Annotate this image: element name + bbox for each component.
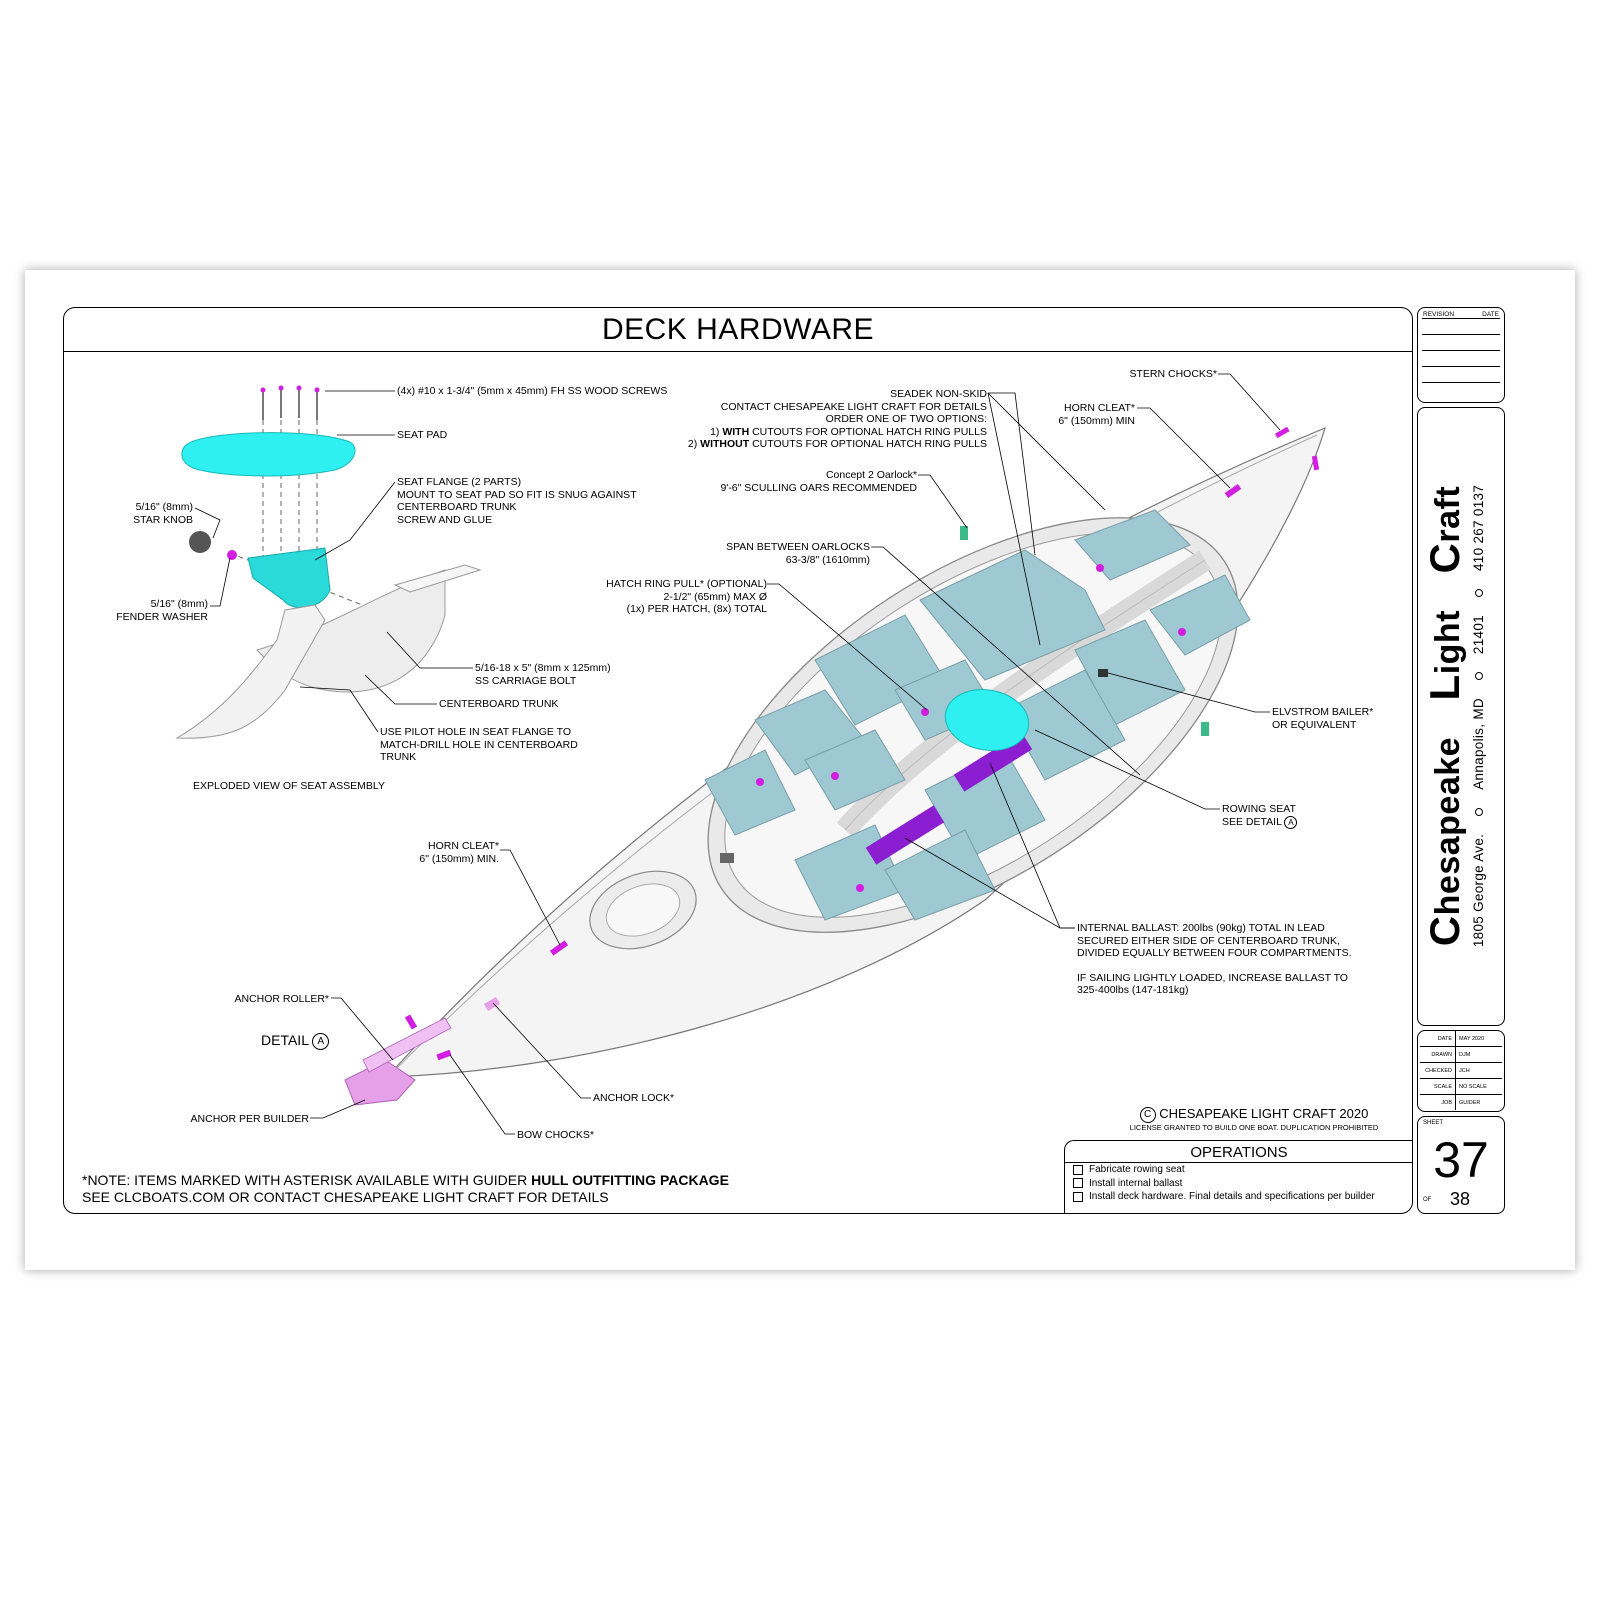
detail-title: DETAIL A — [261, 1032, 330, 1050]
rowing-seat-label: ROWING SEAT SEE DETAIL A — [1222, 803, 1298, 829]
brand-block: Chesapeake Light Craft 1805 George Ave.A… — [1417, 407, 1505, 1026]
detail-letter: A — [312, 1032, 330, 1050]
bow-chocks-label: BOW CHOCKS* — [517, 1129, 595, 1141]
horn-cleat-stern-label: HORN CLEAT*6" (150mm) MIN — [1058, 402, 1135, 427]
copyright-block: C CHESAPEAKE LIGHT CRAFT 2020 LICENSE GR… — [1129, 1106, 1379, 1132]
operation-item: Install deck hardware. Final details and… — [1065, 1190, 1413, 1204]
anchor-roller-label: ANCHOR ROLLER* — [234, 993, 329, 1005]
leader-lines — [194, 373, 1281, 1135]
sheet-number: 37 — [1433, 1132, 1489, 1188]
operation-item: Install internal ballast — [1065, 1177, 1413, 1191]
anchor-lock-label: ANCHOR LOCK* — [593, 1092, 675, 1104]
carriage-bolt-label: 5/16-18 x 5" (8mm x 125mm)SS CARRIAGE BO… — [475, 662, 611, 687]
bailer-label: ELVSTROM BAILER*OR EQUIVALENT — [1272, 706, 1374, 731]
stern-chocks-label: STERN CHOCKS* — [1129, 368, 1217, 380]
brand-address: 1805 George Ave.Annapolis, MD21401410 26… — [1471, 484, 1486, 948]
rowing-seat-letter: A — [1284, 815, 1298, 829]
horn-cleat-bow-label: HORN CLEAT*6" (150mm) MIN. — [419, 840, 499, 865]
centerboard-trunk-label: CENTERBOARD TRUNK — [439, 698, 559, 710]
title-bar: DECK HARDWARE — [64, 308, 1412, 352]
brand-rotated: Chesapeake Light Craft 1805 George Ave.A… — [1421, 416, 1501, 1016]
anchor-builder-label: ANCHOR PER BUILDER — [190, 1113, 309, 1125]
drawing-sheet: DECK HARDWARE *NOTE: ITEMS MARKED WITH A… — [25, 270, 1575, 1270]
checkbox[interactable] — [1073, 1178, 1083, 1189]
brand-name: Chesapeake Light Craft — [1421, 485, 1468, 947]
page-title: DECK HARDWARE — [601, 312, 875, 346]
checkbox[interactable] — [1073, 1164, 1083, 1175]
detail-subtitle: EXPLODED VIEW OF SEAT ASSEMBLY — [193, 780, 385, 792]
hull-illustration — [175, 373, 1326, 1135]
operation-item: Fabricate rowing seat — [1065, 1163, 1413, 1177]
operations-box: OPERATIONS Fabricate rowing seat Install… — [1064, 1140, 1413, 1214]
asterisk-note: *NOTE: ITEMS MARKED WITH ASTERISK AVAILA… — [82, 1172, 729, 1205]
ballast-label: INTERNAL BALLAST: 200lbs (90kg) TOTAL IN… — [1077, 922, 1352, 996]
drawing-frame: DECK HARDWARE *NOTE: ITEMS MARKED WITH A… — [63, 307, 1413, 1214]
hatch-ring-label: HATCH RING PULL* (OPTIONAL)2-1/2" (65mm)… — [606, 578, 767, 615]
oarlock-label: Concept 2 Oarlock*9'-6" SCULLING OARS RE… — [720, 469, 917, 494]
seat-detail-illustration — [175, 385, 482, 739]
seat-flange-label: SEAT FLANGE (2 PARTS)MOUNT TO SEAT PAD S… — [397, 476, 637, 526]
screws-label: (4x) #10 x 1-3/4" (5mm x 45mm) FH SS WOO… — [397, 385, 668, 397]
checkbox[interactable] — [1073, 1191, 1083, 1202]
boat-hull — [344, 426, 1326, 1106]
sheet-number-block: SHEET 37 OF 38 — [1417, 1116, 1505, 1214]
copyright-symbol: C — [1139, 1106, 1156, 1123]
seat-pad-label: SEAT PAD — [397, 429, 448, 441]
sheet-total: 38 — [1450, 1189, 1471, 1209]
star-knob-label: 5/16" (8mm)STAR KNOB — [133, 501, 193, 526]
operations-title: OPERATIONS — [1065, 1141, 1413, 1163]
fender-washer-label: 5/16" (8mm)FENDER WASHER — [116, 598, 208, 623]
